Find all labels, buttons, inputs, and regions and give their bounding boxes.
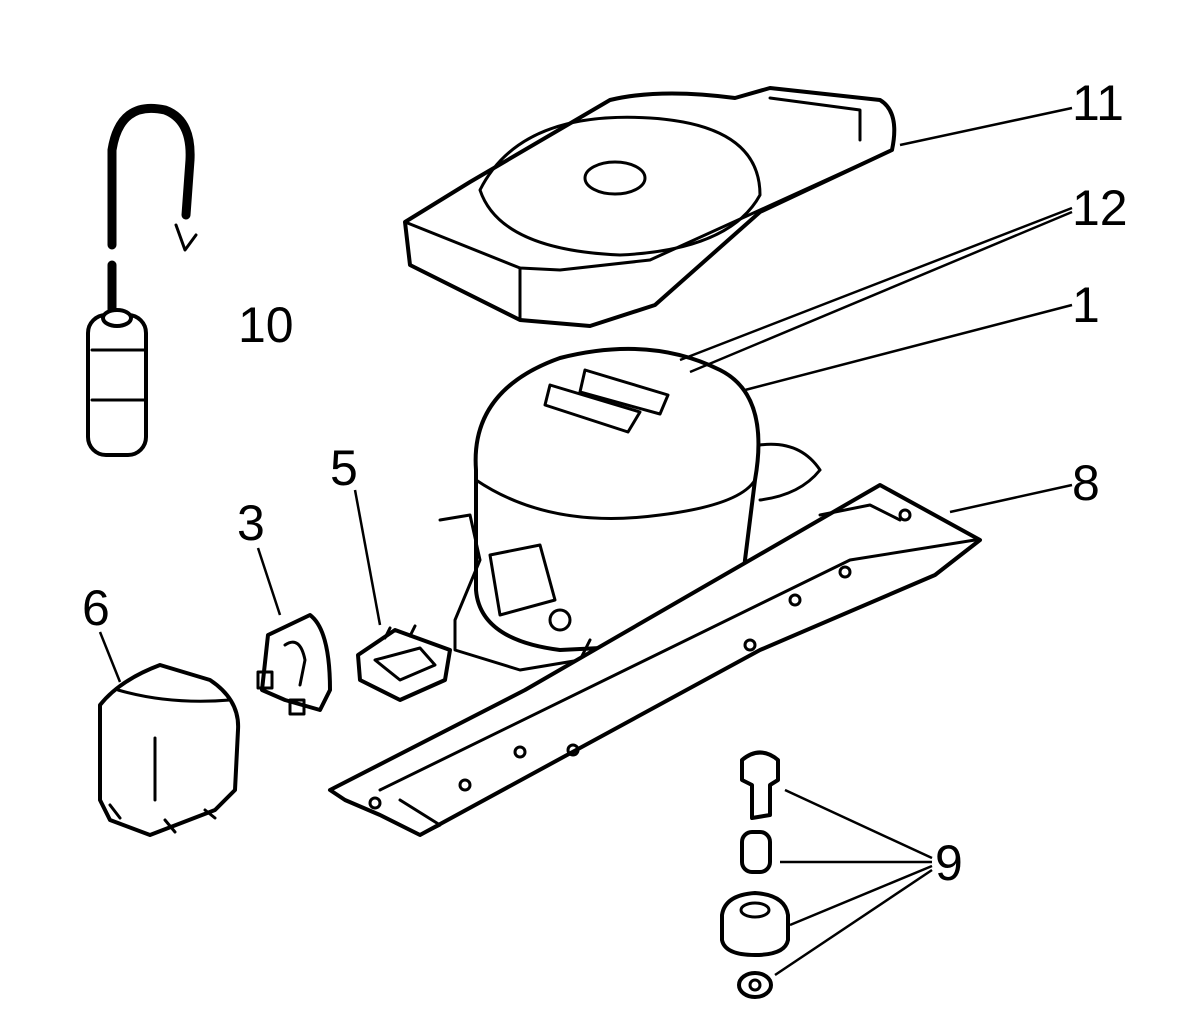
callout-3: 3: [237, 495, 265, 551]
callout-1: 1: [1072, 277, 1100, 333]
callout-11: 11: [1072, 75, 1124, 131]
relay-cover-part-6: [98, 663, 241, 837]
protector-part-5: [356, 624, 452, 702]
callout-labels: 11 12 1 8 10 5 3 6 9: [82, 75, 1128, 891]
callout-10: 10: [238, 297, 294, 353]
callout-8: 8: [1072, 455, 1100, 511]
cover-tray-part-11: [403, 86, 897, 328]
callout-6: 6: [82, 580, 110, 636]
compressor-part-1: [438, 346, 822, 672]
callout-9: 9: [935, 835, 963, 891]
relay-part-3: [256, 613, 332, 716]
leader-lines: [98, 106, 1073, 977]
fastener-set-part-9: [720, 750, 790, 999]
callout-5: 5: [330, 440, 358, 496]
callout-12: 12: [1072, 180, 1128, 236]
capacitor-part-10: [86, 103, 198, 457]
mounting-rail-part-8: [328, 483, 982, 837]
